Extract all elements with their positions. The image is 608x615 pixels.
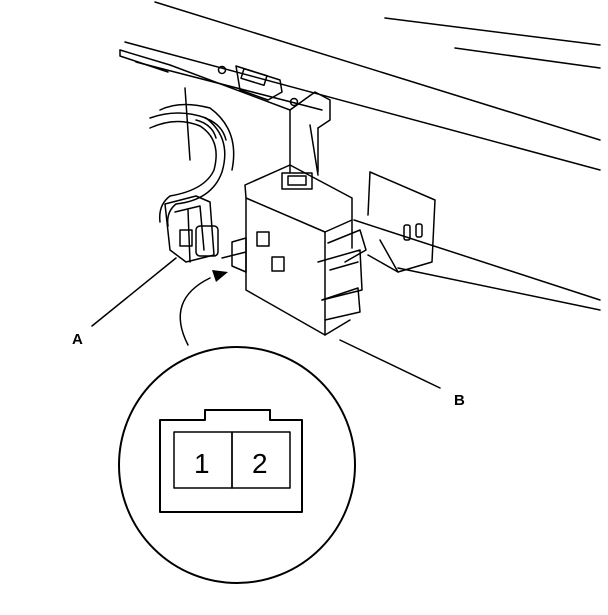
pin-number-2: 2: [252, 448, 268, 479]
control-module-b: [221, 164, 367, 336]
wire-harness: [149, 103, 235, 227]
detail-magnifier-circle: [118, 346, 356, 584]
callout-b-leader: [339, 339, 441, 389]
mounting-bracket: [119, 49, 331, 173]
side-clip: [367, 171, 601, 311]
callout-label-a: A: [72, 331, 83, 348]
dashboard-panel-lines: [124, 1, 601, 301]
detail-pointer-arrowhead: [212, 270, 228, 282]
connector-face-view: [159, 409, 303, 513]
pin-number-1: 1: [194, 448, 210, 479]
callout-a-leader: [91, 257, 177, 327]
callout-label-b: B: [454, 392, 465, 409]
harness-connector-a: [164, 195, 219, 263]
terminal-cavity-2: [231, 431, 291, 489]
detail-pointer-line: [179, 277, 211, 346]
